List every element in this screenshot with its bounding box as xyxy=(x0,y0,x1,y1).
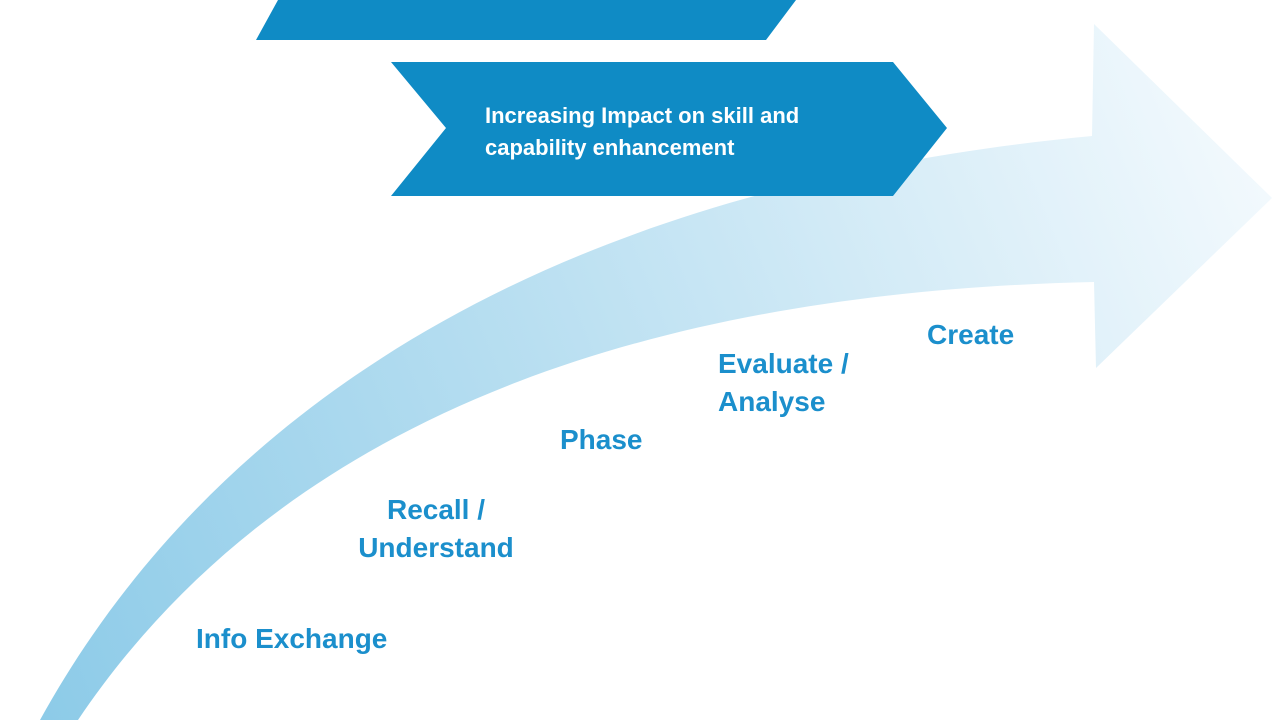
banner-impact-line-2: capability enhancement xyxy=(485,135,735,160)
banner-impact-line-1: Increasing Impact on skill and xyxy=(485,103,800,128)
stage-recall-line-2: Understand xyxy=(358,532,514,563)
growth-arrow xyxy=(40,24,1272,720)
stage-create: Create xyxy=(927,316,1014,354)
banner-impact xyxy=(391,62,947,196)
banner-top-partial xyxy=(256,0,796,40)
stage-recall-understand: Recall / Understand xyxy=(344,491,528,567)
stage-evaluate-analyse: Evaluate / Analyse xyxy=(718,345,849,421)
stage-create-line-1: Create xyxy=(927,319,1015,350)
stage-phase-line-1: Phase xyxy=(560,424,643,455)
stage-evaluate-line-1: Evaluate / xyxy=(718,348,849,379)
stage-recall-line-1: Recall / xyxy=(386,494,486,525)
stage-phase: Phase xyxy=(560,421,643,459)
stage-info-exchange-line-1: Info Exchange xyxy=(196,623,388,654)
stage-evaluate-line-2: Analyse xyxy=(718,386,826,417)
banner-impact-text: Increasing Impact on skill and capabilit… xyxy=(485,100,905,164)
stage-info-exchange: Info Exchange xyxy=(196,620,387,658)
